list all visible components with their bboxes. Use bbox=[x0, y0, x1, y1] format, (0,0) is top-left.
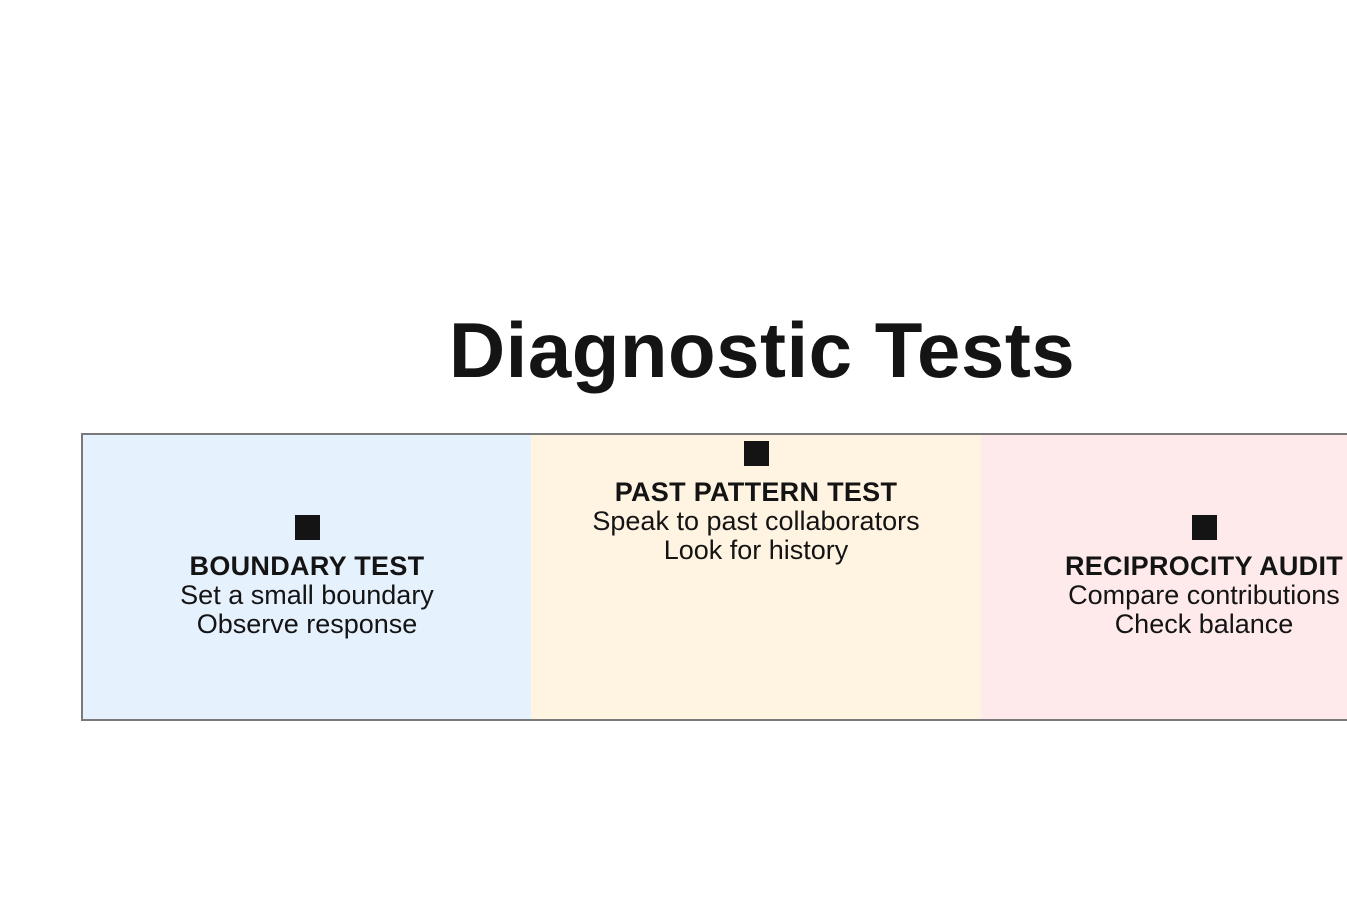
square-icon bbox=[294, 515, 320, 540]
panel-line: Speak to past collaborators bbox=[592, 506, 920, 536]
panel-past-pattern-test: PAST PATTERN TEST Speak to past collabor… bbox=[531, 435, 981, 719]
panel-line: Set a small boundary bbox=[180, 580, 434, 610]
square-icon bbox=[743, 441, 769, 466]
panel-line: Look for history bbox=[663, 535, 849, 565]
square-icon bbox=[1191, 515, 1217, 540]
panel-line: Observe response bbox=[196, 609, 418, 639]
diagram-title: Diagnostic Tests bbox=[448, 306, 1076, 394]
panel-reciprocity-audit: RECIPROCITY AUDIT Compare contributions … bbox=[981, 435, 1347, 719]
panel-title: RECIPROCITY AUDIT bbox=[1064, 551, 1344, 581]
panel-reciprocity-content: RECIPROCITY AUDIT Compare contributions … bbox=[981, 515, 1347, 639]
tests-panel-row: BOUNDARY TEST Set a small boundary Obser… bbox=[81, 433, 1347, 721]
panel-boundary-content: BOUNDARY TEST Set a small boundary Obser… bbox=[83, 515, 531, 639]
panel-line: Compare contributions bbox=[1068, 580, 1340, 610]
panel-title: BOUNDARY TEST bbox=[189, 551, 425, 581]
panel-past-pattern-content: PAST PATTERN TEST Speak to past collabor… bbox=[531, 441, 981, 565]
panel-boundary-test: BOUNDARY TEST Set a small boundary Obser… bbox=[83, 435, 531, 719]
panel-line: Check balance bbox=[1114, 609, 1294, 639]
panel-title: PAST PATTERN TEST bbox=[614, 477, 898, 507]
